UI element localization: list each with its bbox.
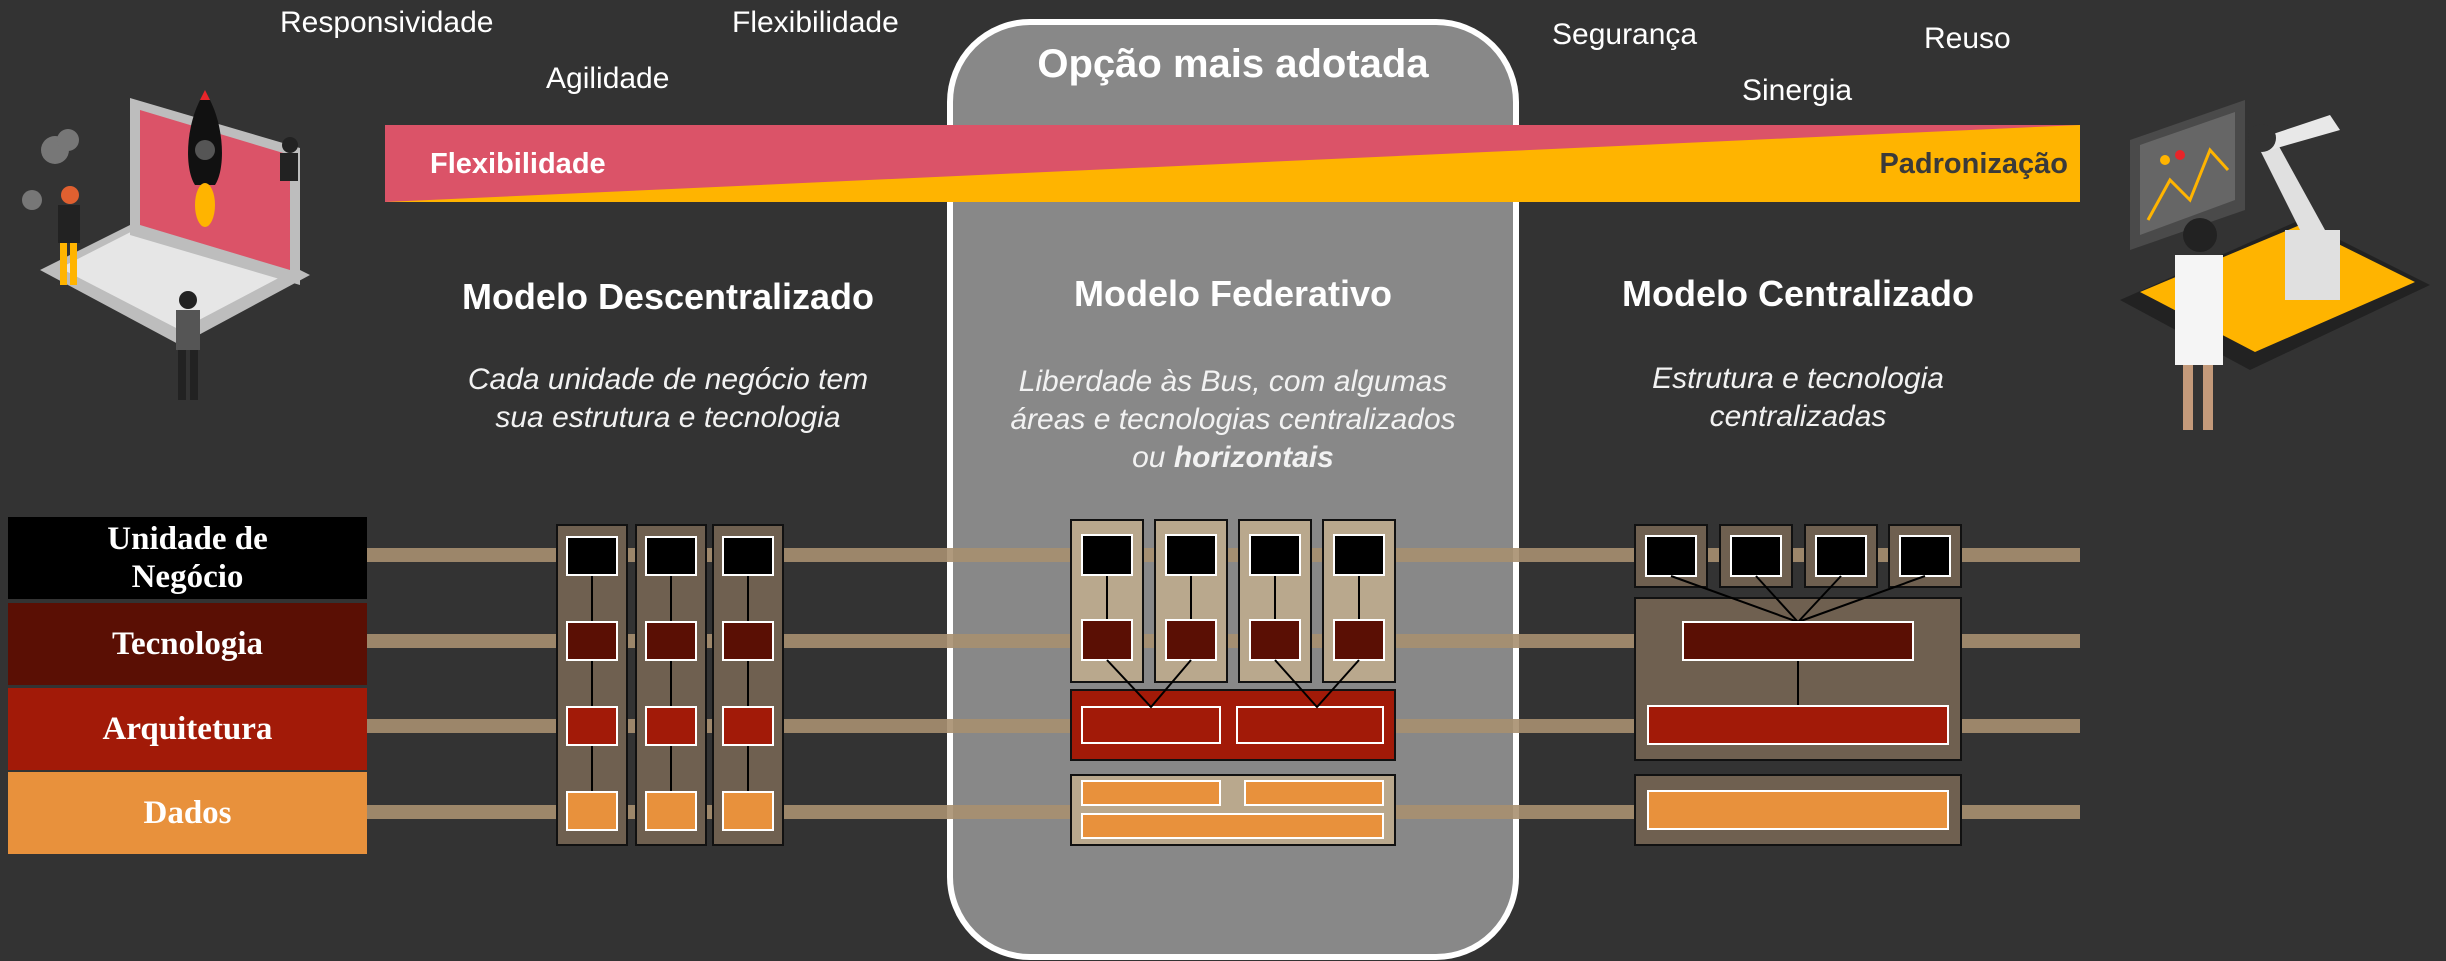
layer-label-arquitetura: Arquitetura [8, 688, 367, 770]
layer-label-tecnologia: Tecnologia [8, 603, 367, 685]
federated-architecture-block [1070, 659, 1396, 761]
laptop-rocket-illustration [22, 90, 310, 400]
model-desc-descentralizado: Cada unidade de negócio tem sua estrutur… [467, 363, 869, 434]
model-desc-federativo: Liberdade às Bus, com algumas áreas e te… [1010, 365, 1456, 474]
keyword-agilidade: Agilidade [546, 62, 670, 95]
centralized-data-block [1634, 774, 1962, 846]
decentralized-column-1 [556, 524, 628, 846]
decentralized-model-diagram [556, 524, 784, 846]
keyword-sinergia: Sinergia [1742, 74, 1853, 107]
engineer-figure [2175, 218, 2223, 430]
keyword-seguranca: Segurança [1552, 18, 1698, 51]
person-figure-1 [58, 186, 80, 285]
model-desc-centralizado: Estrutura e tecnologia centralizadas [1652, 362, 1944, 433]
model-title-federativo: Modelo Federativo [1073, 273, 1393, 314]
model-title-centralizado: Modelo Centralizado [1621, 273, 1975, 314]
keyword-reuso: Reuso [1924, 22, 2011, 55]
person-figure-3 [280, 137, 298, 181]
layer-label-dados: Dados [8, 772, 367, 854]
keyword-flexibilidade: Flexibilidade [732, 6, 899, 39]
decentralized-column-3 [712, 524, 784, 846]
model-title-descentralizado: Modelo Descentralizado [461, 276, 875, 317]
centralized-model-diagram [1634, 524, 1962, 846]
decentralized-column-2 [635, 524, 707, 846]
highlight-label: Opção mais adotada [1037, 42, 1429, 86]
robot-arm-illustration [2120, 100, 2430, 430]
band-label-flexibilidade: Flexibilidade [430, 148, 606, 180]
band-label-padronizacao: Padronização [1879, 148, 2068, 180]
centralized-core-block [1634, 575, 1962, 761]
federated-columns [1070, 519, 1396, 683]
federated-data-block [1070, 774, 1396, 846]
federated-model-diagram [1070, 519, 1396, 846]
flexibility-standardization-band [385, 125, 2080, 202]
keyword-responsividade: Responsividade [280, 6, 494, 39]
person-figure-2 [176, 291, 200, 400]
